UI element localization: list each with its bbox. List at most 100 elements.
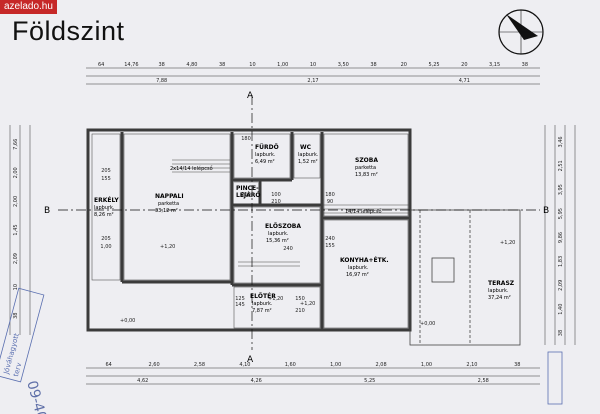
watermark-badge: azelado.hu: [0, 0, 57, 14]
svg-text:15,36 m²: 15,36 m²: [266, 238, 289, 244]
dimension-label: 1,60: [285, 362, 296, 368]
section-label-b-left: B: [44, 206, 50, 216]
opening-dimension: 90: [327, 199, 333, 205]
svg-text:FÜRDŐ: FÜRDŐ: [255, 144, 279, 151]
opening-dimension: 205: [101, 168, 111, 174]
dimension-label: 2,58: [194, 362, 205, 368]
dimension-label: 3,95: [558, 184, 564, 195]
opening-dimension: 240: [283, 246, 293, 252]
dimension-label: 38: [158, 62, 164, 68]
svg-text:16,97 m²: 16,97 m²: [346, 272, 369, 278]
dimension-label: 9,86: [558, 232, 564, 243]
approval-stamp: Jóváhagyott terv: [0, 287, 45, 383]
svg-text:lapburk.: lapburk.: [252, 301, 273, 307]
dimension-label: 1,83: [558, 256, 564, 267]
dimension-label: 10: [310, 62, 316, 68]
opening-dimension: 180: [325, 192, 335, 198]
dimension-label: 10: [13, 284, 19, 290]
level-mark: +0,00: [420, 321, 435, 327]
level-mark: +1,20: [500, 240, 515, 246]
dimension-label: 1,45: [13, 224, 19, 235]
opening-dimension: 150: [295, 296, 305, 302]
dimension-label: 20: [461, 62, 467, 68]
dimension-label: 2,00: [13, 196, 19, 207]
opening-dimension: 145: [235, 302, 245, 308]
room-furdo: FÜRDŐ lapburk. 6,49 m²: [255, 144, 279, 165]
svg-text:lapburk.: lapburk.: [255, 152, 276, 158]
opening-dimension: 1,00: [100, 244, 111, 250]
stamp-text-2: terv: [12, 362, 23, 378]
room-szoba: SZOBA parketta 13,83 m²: [355, 157, 378, 178]
dimension-label: 1,00: [330, 362, 341, 368]
bottom-dimension-lines: [86, 367, 540, 385]
dimension-label: 2,51: [558, 160, 564, 171]
inner-lines: [91, 133, 409, 329]
dimension-label: 7,66: [13, 139, 19, 150]
dimension-label: 2,00: [13, 167, 19, 178]
opening-dimension: 210: [295, 308, 305, 314]
room-eloszoba: ELŐSZOBA lapburk. 15,36 m²: [265, 223, 301, 244]
stairs: [172, 159, 410, 267]
section-line-a: A A: [247, 91, 254, 365]
level-mark: +0,00: [120, 318, 135, 324]
opening-dimension: 210: [241, 192, 251, 198]
dimension-label: 1,00: [277, 62, 288, 68]
dimension-label: 64: [98, 62, 104, 68]
room-nappali: NAPPALI parketta 33,12 m²: [155, 193, 184, 214]
dimension-label: 2,09: [558, 280, 564, 291]
dimension-label: 2,08: [376, 362, 387, 368]
room-wc: WC lapburk. 1,52 m²: [298, 144, 319, 165]
opening-dimension: 240: [325, 236, 335, 242]
room-terasz: TERASZ lapburk. 37,24 m²: [488, 280, 515, 301]
dimension-label: 1,00: [421, 362, 432, 368]
dimension-label: 4,62: [137, 378, 148, 384]
dimension-label: 2,58: [478, 378, 489, 384]
dimension-label: 38: [522, 62, 528, 68]
opening-dimension: 205: [101, 236, 111, 242]
stair-note-2: 14/14 lelépcső: [345, 208, 382, 215]
opening-dimension: 125: [235, 296, 245, 302]
terrace-outline: [409, 209, 521, 346]
dimension-label: 7,88: [156, 78, 167, 84]
dimension-label: 2,60: [149, 362, 160, 368]
svg-text:ERKÉLY: ERKÉLY: [94, 196, 119, 204]
dimension-label: 3,46: [558, 136, 564, 147]
dimension-label: 38: [13, 313, 19, 319]
dimension-label: 14,76: [124, 62, 138, 68]
svg-text:8,26 m²: 8,26 m²: [94, 212, 114, 218]
dimension-label: 4,10: [239, 362, 250, 368]
dimension-label: 1,40: [558, 304, 564, 315]
svg-text:PINCE-: PINCE-: [236, 185, 259, 192]
svg-text:KONYHA+ÉTK.: KONYHA+ÉTK.: [340, 256, 389, 264]
side-dimension-lines: [9, 125, 576, 345]
svg-text:7,87 m²: 7,87 m²: [252, 308, 272, 314]
svg-text:1,52 m²: 1,52 m²: [298, 159, 318, 165]
dimension-label: 3,50: [338, 62, 349, 68]
svg-text:lapburk.: lapburk.: [94, 205, 115, 211]
dimension-label: 38: [514, 362, 520, 368]
top-dimension-lines: [86, 67, 540, 85]
svg-text:lapburk.: lapburk.: [348, 265, 369, 271]
svg-text:13,83 m²: 13,83 m²: [355, 172, 378, 178]
dimension-label: 38: [558, 330, 564, 336]
svg-text:33,12 m²: 33,12 m²: [155, 208, 178, 214]
opening-dimension: 210: [271, 199, 281, 205]
level-mark: +1,20: [300, 301, 315, 307]
dimension-label: 64: [106, 362, 112, 368]
dimension-label: 20: [401, 62, 407, 68]
section-line-b: B B: [44, 206, 549, 216]
section-label-b-right: B: [543, 206, 549, 216]
dimension-label: 2,17: [307, 78, 318, 84]
svg-text:LEJÁRÓ: LEJÁRÓ: [236, 192, 261, 199]
svg-text:lapburk.: lapburk.: [268, 231, 289, 237]
opening-dimension: 180: [241, 136, 251, 142]
opening-dimension: 155: [101, 176, 111, 182]
opening-dimension: 100: [271, 192, 281, 198]
dimension-label: 5,25: [364, 378, 375, 384]
